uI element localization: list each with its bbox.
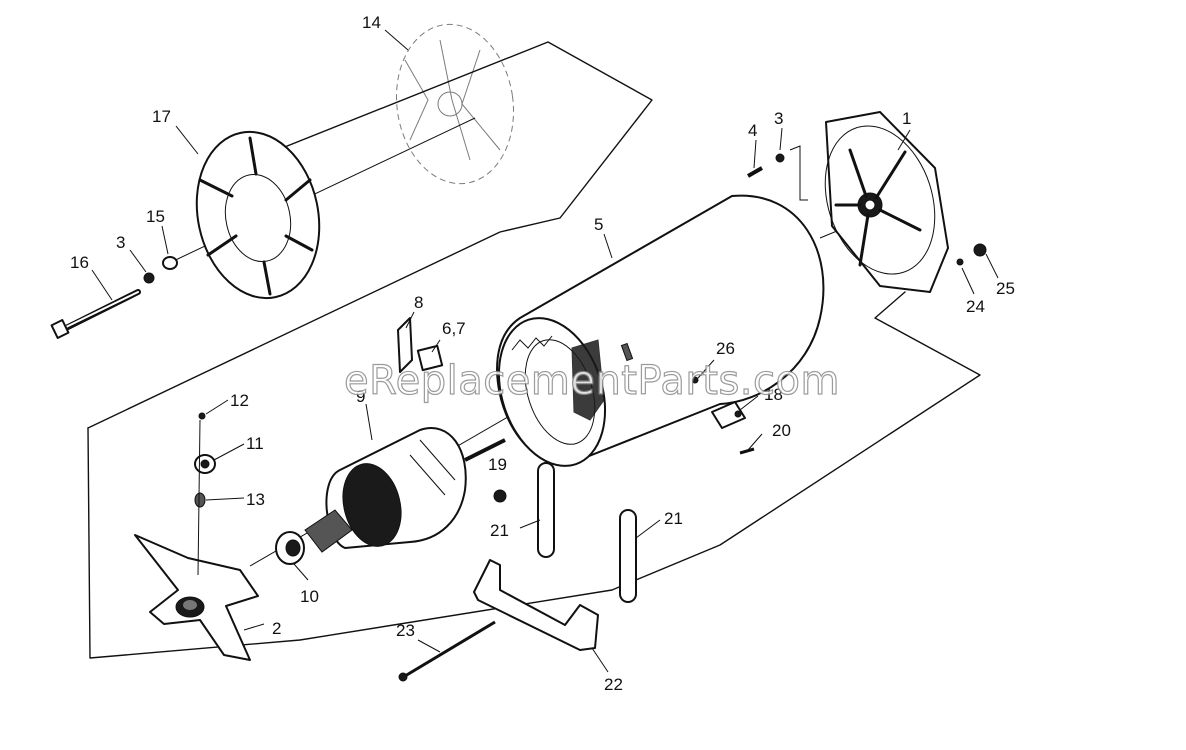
callout-12: 12 (230, 391, 249, 410)
part-21-strap-right (619, 509, 637, 603)
callout-22: 22 (604, 675, 623, 694)
callout-3-right: 3 (774, 109, 783, 128)
part-15-flat-washer (162, 256, 178, 270)
part-19-nut (493, 489, 507, 503)
part-5-motor-housing (496, 194, 825, 467)
part-24-washer (956, 258, 964, 266)
watermark: eReplacementParts.com (344, 358, 840, 404)
callout-10: 10 (300, 587, 319, 606)
callout-14: 14 (362, 13, 381, 32)
part-1-end-bell (824, 111, 949, 293)
callout-16: 16 (70, 253, 89, 272)
part-9-armature (304, 427, 506, 553)
callout-8: 8 (414, 293, 423, 312)
callout-labels: 1 2 3 3 4 5 6,7 8 9 10 11 12 13 14 15 16… (70, 13, 1015, 694)
part-20-screw (739, 447, 755, 455)
part-13-spring (194, 492, 206, 508)
part-11-cap (194, 454, 216, 474)
callout-9: 9 (356, 387, 365, 406)
part-6-7-brush-holder (416, 344, 444, 372)
part-3-lock-washer-left (143, 272, 155, 284)
part-4-screw (747, 166, 763, 178)
assembly-boundary-upper (87, 41, 653, 429)
part-10-bearing (275, 531, 305, 565)
part-21-strap-left (537, 462, 555, 558)
assembly-boundary-lower (87, 291, 981, 659)
callout-24: 24 (966, 297, 985, 316)
callout-18: 18 (764, 385, 783, 404)
callout-11: 11 (246, 434, 264, 453)
part-18-clamp (711, 401, 746, 429)
callout-13: 13 (246, 490, 265, 509)
part-8-brush-bracket (397, 317, 413, 373)
part-11-13-axis (197, 419, 201, 576)
part-3-leader-bracket (789, 145, 808, 201)
part-23-bolt-head (398, 672, 408, 682)
callout-19: 19 (488, 455, 507, 474)
part-3-lock-washer-right (775, 153, 785, 163)
part-23-bolt (404, 620, 496, 678)
callout-25: 25 (996, 279, 1015, 298)
callout-6-7: 6,7 (442, 319, 466, 338)
part-22-mounting-foot (473, 559, 599, 651)
callout-2: 2 (272, 619, 281, 638)
part-26-terminal (620, 342, 634, 362)
part-12-screw (198, 412, 206, 420)
part-2-fan-hub (134, 534, 259, 661)
part-16-through-bolt (50, 289, 141, 339)
part-17-fan-shroud (195, 130, 321, 300)
callout-5: 5 (594, 215, 603, 234)
part-14-fan-blade (395, 23, 515, 185)
leader-lines (91, 29, 999, 673)
part-26-screw (691, 376, 699, 384)
callout-26: 26 (716, 339, 735, 358)
part-25-nut (973, 243, 987, 257)
callout-15: 15 (146, 207, 165, 226)
callout-1: 1 (902, 109, 911, 128)
callout-3-left: 3 (116, 233, 125, 252)
callout-4: 4 (748, 121, 757, 140)
callout-20: 20 (772, 421, 791, 440)
callout-17: 17 (152, 107, 171, 126)
callout-21-right: 21 (664, 509, 683, 528)
callout-21-left: 21 (490, 521, 509, 540)
callout-23: 23 (396, 621, 415, 640)
